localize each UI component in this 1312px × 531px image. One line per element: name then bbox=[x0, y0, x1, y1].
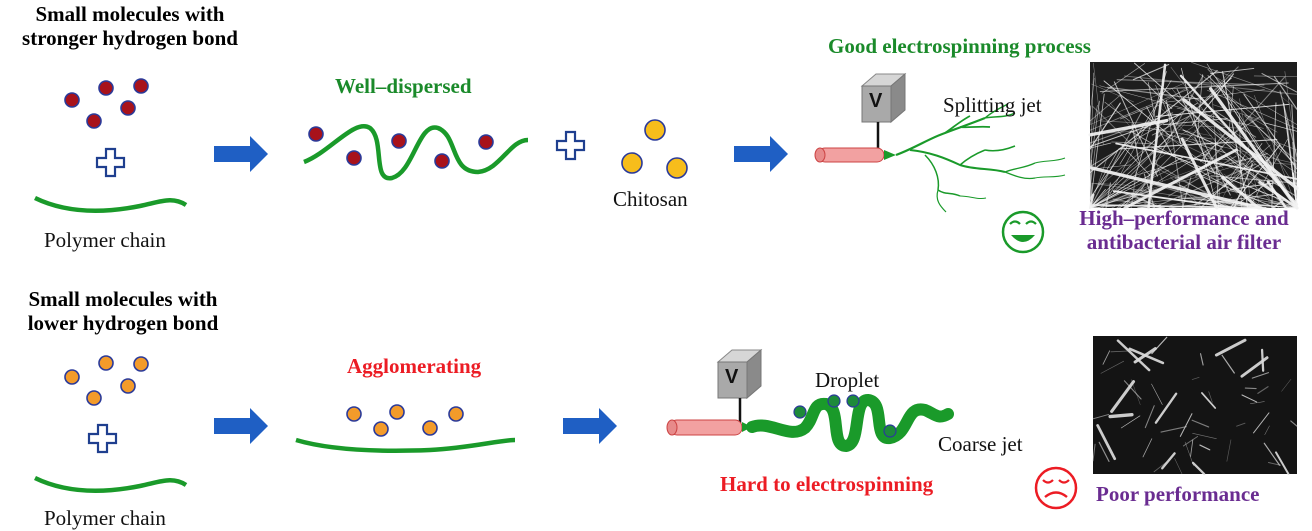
top-plus-icon bbox=[95, 147, 126, 178]
bottom-voltage-source bbox=[716, 348, 763, 424]
bottom-plus-icon bbox=[87, 423, 118, 454]
bottom-outcome-label: Poor performance bbox=[1096, 482, 1260, 506]
bottom-molecule bbox=[64, 369, 80, 385]
top-title: Small molecules with stronger hydrogen b… bbox=[10, 2, 250, 50]
splitting-jet bbox=[895, 103, 1066, 213]
top-polymer-chain bbox=[34, 195, 188, 213]
bottom-arrow-2 bbox=[563, 408, 617, 444]
bottom-process-label: Hard to electrospinning bbox=[720, 472, 934, 496]
coarse-jet-label: Coarse jet bbox=[938, 432, 1023, 456]
agglomerated-molecule bbox=[346, 406, 362, 422]
top-polymer-label: Polymer chain bbox=[44, 228, 166, 252]
dispersed-molecule bbox=[346, 150, 362, 166]
sad-face-icon bbox=[1034, 466, 1078, 510]
top-sem-image bbox=[1088, 62, 1299, 210]
droplet bbox=[883, 424, 897, 438]
dispersed-molecule bbox=[391, 133, 407, 149]
top-molecules-group bbox=[64, 78, 149, 129]
droplet bbox=[793, 405, 807, 419]
droplets-group bbox=[793, 394, 897, 438]
agglomerated-molecule bbox=[422, 420, 438, 436]
agglomerated-molecule bbox=[389, 404, 405, 420]
splitting-jet-label: Splitting jet bbox=[943, 93, 1042, 117]
smiling-face-icon bbox=[1001, 210, 1045, 254]
bottom-molecule bbox=[98, 355, 114, 371]
top-state-label: Well–dispersed bbox=[335, 74, 472, 98]
top-title-line1: Small molecules with bbox=[35, 2, 225, 26]
top-title-line2: stronger hydrogen bond bbox=[22, 26, 238, 51]
top-plus-icon-2 bbox=[555, 130, 586, 161]
top-arrow-2 bbox=[734, 136, 788, 172]
droplet bbox=[827, 394, 841, 408]
dispersed-molecule bbox=[308, 126, 324, 142]
bottom-molecule bbox=[120, 378, 136, 394]
bottom-needle bbox=[666, 419, 752, 436]
coarse-jet bbox=[746, 393, 954, 453]
top-voltage-label: V bbox=[869, 90, 883, 112]
top-molecule bbox=[86, 113, 102, 129]
top-molecule bbox=[133, 78, 149, 94]
chitosan-particle bbox=[644, 119, 666, 141]
chitosan-particle bbox=[621, 152, 643, 174]
top-molecule bbox=[120, 100, 136, 116]
top-dispersed-polymer bbox=[303, 124, 529, 181]
bottom-arrow-1 bbox=[214, 408, 268, 444]
chitosan-label: Chitosan bbox=[613, 187, 688, 211]
bottom-title-line1: Small molecules with bbox=[28, 287, 218, 311]
droplet-label: Droplet bbox=[815, 368, 880, 392]
bottom-polymer-chain bbox=[34, 475, 188, 493]
bottom-title: Small molecules with lower hydrogen bond bbox=[4, 287, 242, 335]
dispersed-molecule bbox=[434, 153, 450, 169]
bottom-sem-image bbox=[1092, 336, 1298, 476]
top-needle bbox=[814, 147, 896, 163]
bottom-molecule bbox=[86, 390, 102, 406]
bottom-polymer-label: Polymer chain bbox=[44, 506, 166, 530]
dispersed-molecule bbox=[478, 134, 494, 150]
agglomerated-molecule bbox=[373, 421, 389, 437]
top-dispersed-molecules bbox=[308, 126, 494, 169]
top-arrow-1 bbox=[214, 136, 268, 172]
top-outcome-line2: antibacterial air filter bbox=[1086, 230, 1282, 255]
top-outcome-label: High–performance and antibacterial air f… bbox=[1058, 206, 1310, 254]
bottom-title-line2: lower hydrogen bond bbox=[27, 311, 219, 336]
top-outcome-line1: High–performance and bbox=[1079, 206, 1289, 230]
bottom-agglomerating-polymer bbox=[295, 437, 516, 453]
top-molecule bbox=[98, 80, 114, 96]
bottom-state-label: Agglomerating bbox=[347, 354, 482, 378]
bottom-voltage-label: V bbox=[725, 366, 739, 388]
agglomerated-molecule bbox=[448, 406, 464, 422]
bottom-molecules-group bbox=[64, 355, 149, 406]
chitosan-particle bbox=[666, 157, 688, 179]
bottom-molecule bbox=[133, 356, 149, 372]
top-molecule bbox=[64, 92, 80, 108]
chitosan-group bbox=[621, 119, 688, 179]
bottom-agglomerated-molecules bbox=[346, 404, 464, 437]
top-voltage-source bbox=[860, 72, 907, 154]
droplet bbox=[846, 394, 860, 408]
top-process-label: Good electrospinning process bbox=[828, 34, 1091, 58]
